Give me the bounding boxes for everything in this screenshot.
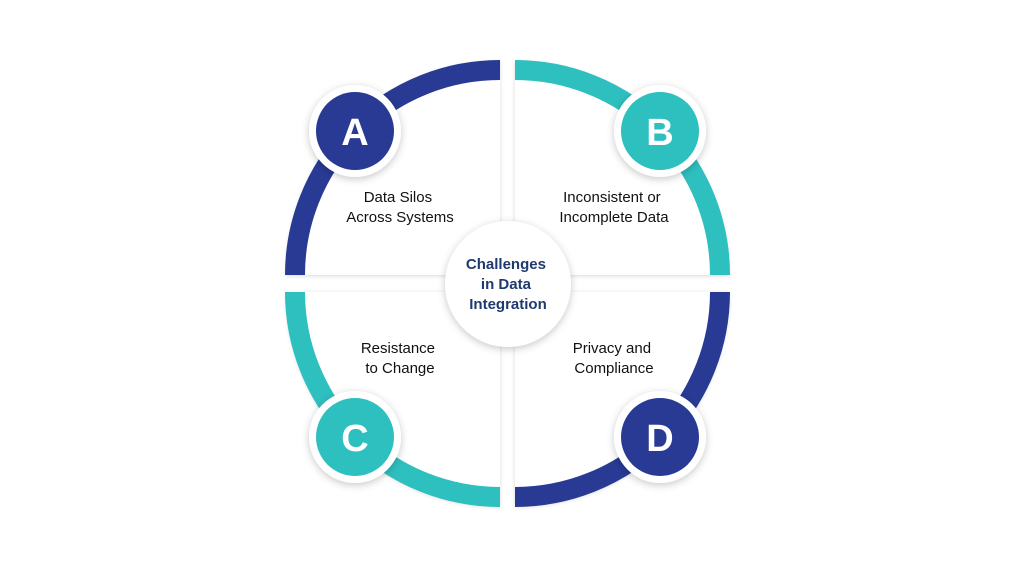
badge-d-letter: D [646,418,673,460]
quadrant-a-panel [286,61,500,275]
badge-a-circle [316,92,394,170]
badge-a-letter: A [341,112,368,154]
badge-b: B [614,85,706,177]
center-title: Challenges in Data Integration [466,256,550,313]
quadrant-d: D Privacy and Compliance [514,291,730,507]
badge-c: C [309,391,401,483]
quadrant-c-text: Resistance to Change [361,340,439,377]
badge-b-letter: B [646,112,673,154]
badge-a: A [309,85,401,177]
quadrant-b-text: Inconsistent or Incomplete Data [559,189,669,226]
quadrant-a-text: Data Silos Across Systems [346,189,454,226]
quadrant-b: B Inconsistent or Incomplete Data [514,60,730,276]
badge-c-letter: C [341,418,368,460]
badge-d-circle [621,398,699,476]
quadrant-b-panel [515,61,729,275]
badge-c-circle [316,398,394,476]
center-circle [445,221,571,347]
badge-d: D [614,391,706,483]
center-hub: Challenges in Data Integration [445,221,571,347]
quadrant-c-panel [286,292,500,506]
quadrant-d-text: Privacy and Compliance [573,340,656,377]
quadrant-a: A Data Silos Across Systems [285,60,501,276]
quadrant-c: C Resistance to Change [285,291,501,507]
badge-b-circle [621,92,699,170]
quadrant-d-panel [515,292,729,506]
